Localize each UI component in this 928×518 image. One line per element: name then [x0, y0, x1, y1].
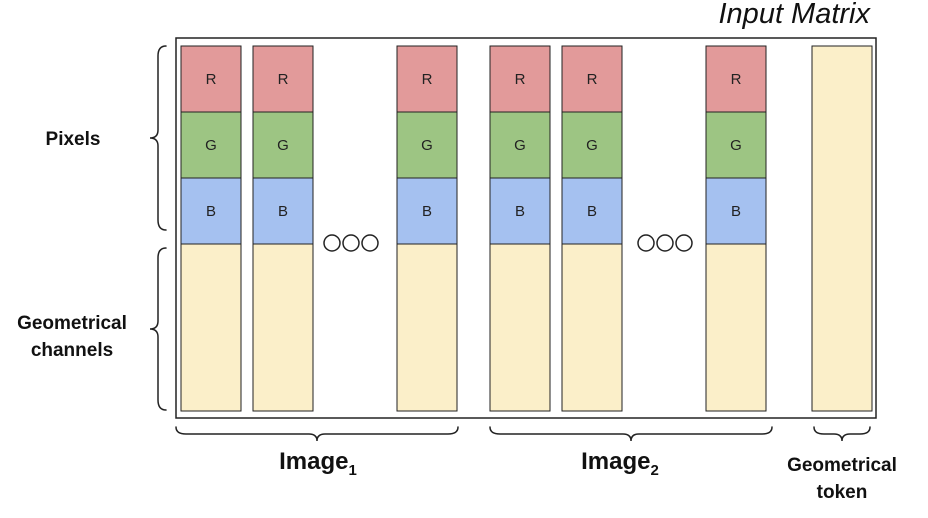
- geometric-channel-cell: [252, 243, 314, 412]
- image-2-label: Image2: [581, 448, 659, 479]
- r-channel-label: R: [731, 71, 742, 88]
- g-channel-cell: [396, 111, 458, 179]
- b-channel-label: B: [422, 203, 432, 220]
- b-channel-label: B: [278, 203, 288, 220]
- b-channel-cell: [705, 177, 767, 245]
- ellipsis-dot: [656, 234, 674, 252]
- geometrical-channels-brace: [149, 247, 167, 411]
- g-channel-label: G: [277, 137, 289, 154]
- geometrical-channels-label: Geometrical channels: [17, 313, 127, 361]
- geometrical-token-column: [811, 45, 873, 412]
- g-channel-label: G: [586, 137, 598, 154]
- b-channel-label: B: [206, 203, 216, 220]
- g-channel-label: G: [421, 137, 433, 154]
- r-channel-label: R: [515, 71, 526, 88]
- image-2-brace: [489, 426, 773, 442]
- r-channel-label: R: [422, 71, 433, 88]
- ellipsis-1: [323, 234, 379, 252]
- g-channel-label: G: [730, 137, 742, 154]
- column-4: R G B: [489, 45, 551, 412]
- pixels-brace: [149, 45, 167, 231]
- b-channel-cell: [489, 177, 551, 245]
- ellipsis-dot: [323, 234, 341, 252]
- r-channel-label: R: [587, 71, 598, 88]
- column-6: R G B: [705, 45, 767, 412]
- geometric-channel-cell: [180, 243, 242, 412]
- b-channel-cell: [396, 177, 458, 245]
- ellipsis-dot: [675, 234, 693, 252]
- ellipsis-dot: [637, 234, 655, 252]
- column-3: R G B: [396, 45, 458, 412]
- b-channel-cell: [180, 177, 242, 245]
- geometric-channel-cell: [705, 243, 767, 412]
- r-channel-label: R: [278, 71, 289, 88]
- r-channel-cell: [180, 45, 242, 113]
- geometric-channel-cell: [561, 243, 623, 412]
- column-1: R G B: [180, 45, 242, 412]
- image-1-label: Image1: [279, 448, 357, 479]
- r-channel-cell: [489, 45, 551, 113]
- column-2: R G B: [252, 45, 314, 412]
- geometrical-token-brace: [813, 426, 871, 442]
- b-channel-label: B: [587, 203, 597, 220]
- g-channel-cell: [561, 111, 623, 179]
- g-channel-label: G: [205, 137, 217, 154]
- r-channel-cell: [396, 45, 458, 113]
- g-channel-cell: [705, 111, 767, 179]
- image-1-brace: [175, 426, 459, 442]
- g-channel-cell: [489, 111, 551, 179]
- r-channel-cell: [561, 45, 623, 113]
- geometrical-token-label: Geometrical token: [787, 455, 897, 503]
- matrix-frame: [175, 37, 877, 419]
- diagram-title: Input Matrix: [718, 0, 871, 30]
- geometric-channel-cell: [396, 243, 458, 412]
- g-channel-label: G: [514, 137, 526, 154]
- ellipsis-dot: [342, 234, 360, 252]
- geometric-channel-cell: [489, 243, 551, 412]
- g-channel-cell: [180, 111, 242, 179]
- ellipsis-2: [637, 234, 693, 252]
- pixels-label: Pixels: [45, 129, 101, 150]
- r-channel-label: R: [206, 71, 217, 88]
- b-channel-label: B: [731, 203, 741, 220]
- b-channel-cell: [252, 177, 314, 245]
- b-channel-label: B: [515, 203, 525, 220]
- column-5: R G B: [561, 45, 623, 412]
- ellipsis-dot: [361, 234, 379, 252]
- r-channel-cell: [705, 45, 767, 113]
